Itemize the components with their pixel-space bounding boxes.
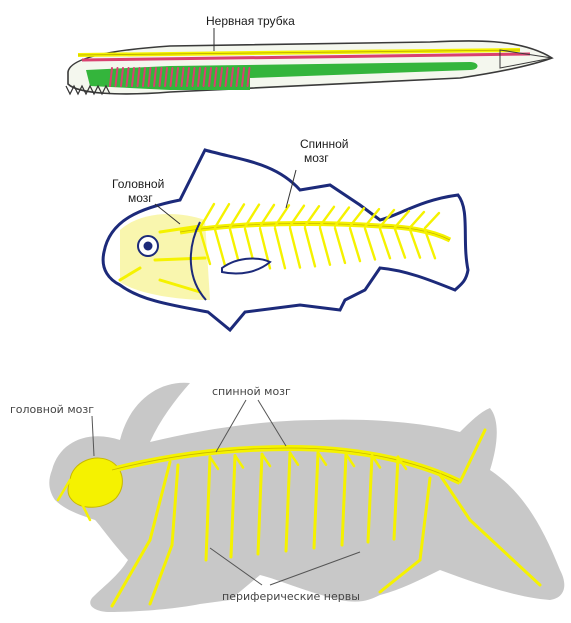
spinal-cord-label-line1: Спинной [300,137,349,151]
neural-tube-label: Нервная трубка [206,14,295,28]
lancelet-panel: Нервная трубка [66,14,552,94]
rabbit-brain-label: головной мозг [10,403,94,416]
spinal-cord-label-line2: мозг [304,151,329,165]
head-nerve [155,258,205,260]
fish-panel: Спинной мозг Головной мозг [103,137,468,330]
rabbit-ear [120,383,190,442]
fish-brain-label-line2: мозг [128,191,153,205]
rabbit-spinal-cord-label: спинной мозг [212,385,291,398]
peripheral-nerves-label: периферические нервы [222,590,360,603]
fish-brain-label-line1: Головной [112,177,164,191]
rabbit-panel: головной мозг спинной мозг периферически… [10,383,564,612]
